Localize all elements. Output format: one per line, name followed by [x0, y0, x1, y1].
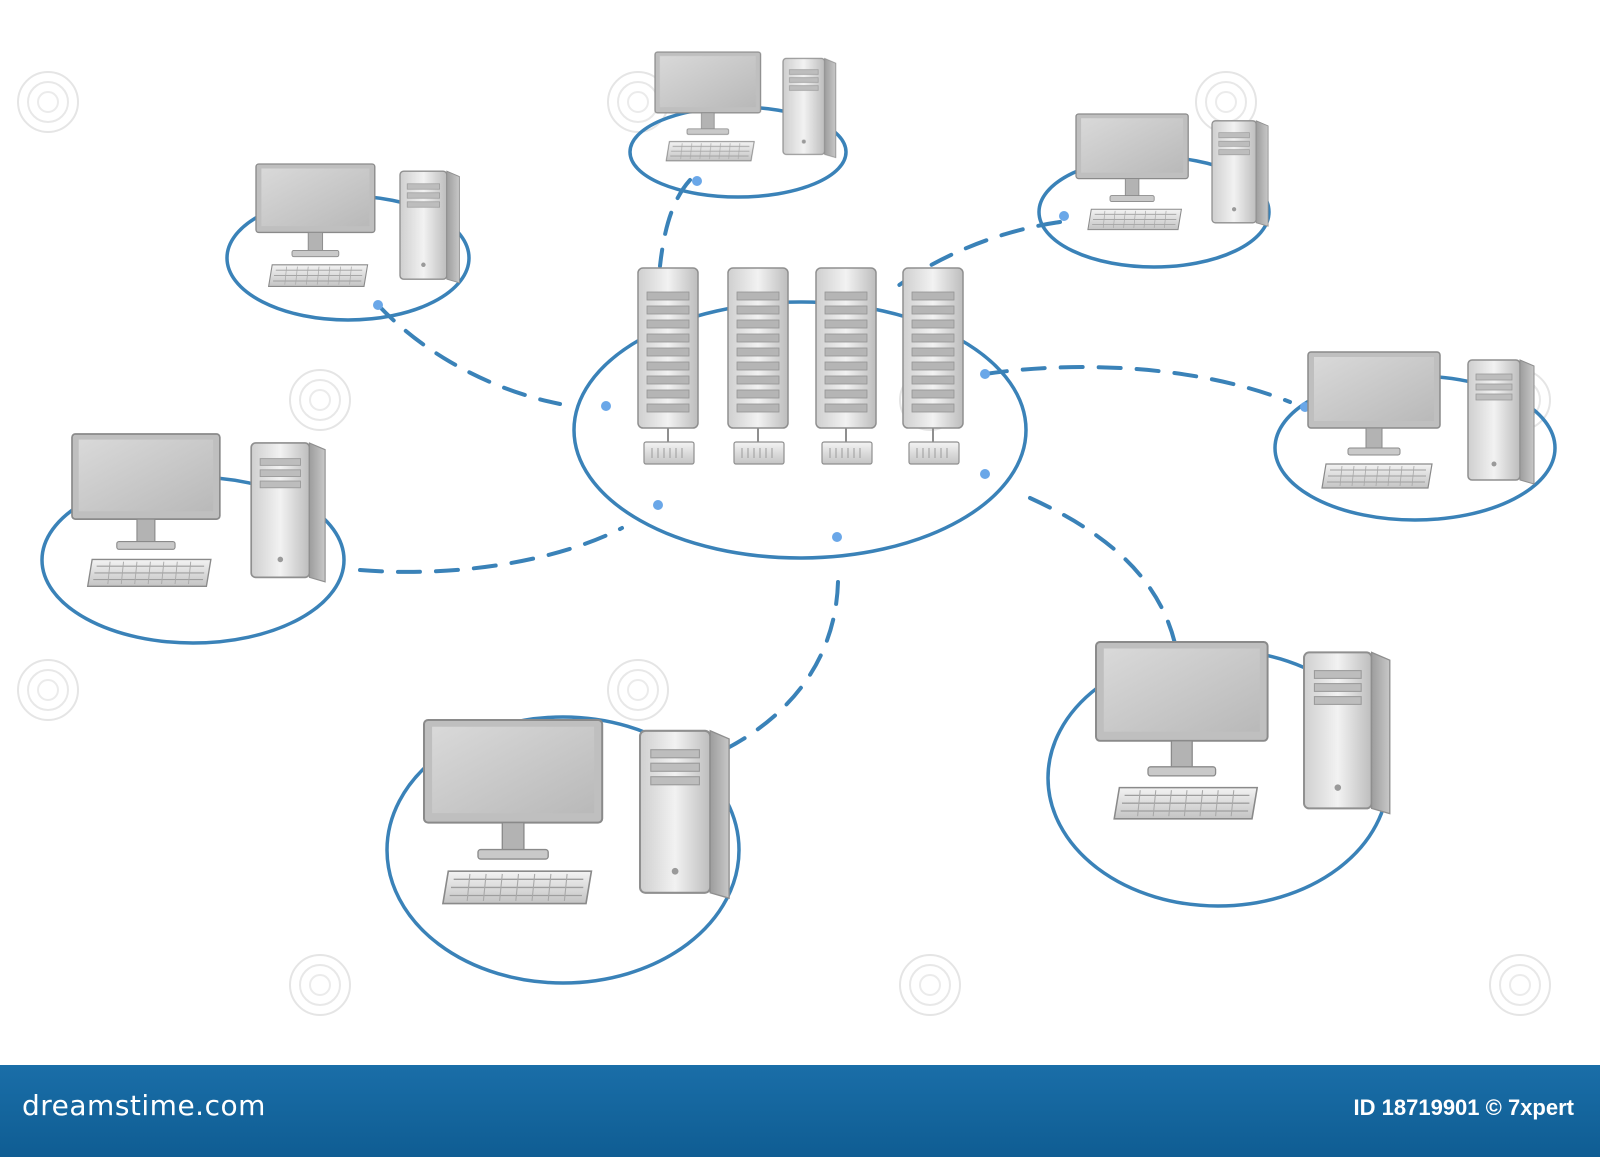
- workstation-icon: [1307, 351, 1535, 489]
- workstation-icon: [255, 163, 461, 288]
- dreamstime-spiral-icon: [1489, 954, 1551, 1016]
- dreamstime-spiral-icon: [289, 954, 351, 1016]
- footer-credit: ID 18719901 © 7xpert: [1353, 1095, 1574, 1120]
- link-top: [658, 178, 692, 268]
- link-right: [983, 365, 1292, 404]
- ring-client-bottom: [385, 715, 741, 985]
- server-icon: [815, 267, 877, 465]
- workstation-icon: [71, 433, 326, 588]
- workstation-icon: [1095, 641, 1391, 820]
- link-top-left: [376, 303, 562, 406]
- workstation-icon: [422, 718, 731, 905]
- footer-brand[interactable]: dreamstime.com: [22, 1089, 266, 1122]
- link-left: [358, 526, 624, 574]
- server-hub: [637, 267, 964, 465]
- dreamstime-spiral-icon: [17, 659, 79, 721]
- link-bottom: [718, 580, 840, 754]
- footer-bar: dreamstime.com ID 18719901 © 7xpert: [0, 1065, 1600, 1157]
- server-icon: [902, 267, 964, 465]
- workstation-icon: [1075, 113, 1269, 231]
- workstation-icon: [654, 51, 837, 162]
- dreamstime-spiral-icon: [607, 659, 669, 721]
- server-icon: [637, 267, 699, 465]
- network-diagram: [17, 51, 1557, 1016]
- watermark-layer: [17, 71, 1551, 1016]
- server-icon: [727, 267, 789, 465]
- dreamstime-spiral-icon: [17, 71, 79, 133]
- link-bottom-right: [1028, 496, 1178, 650]
- client-workstations: [71, 51, 1535, 905]
- dreamstime-spiral-icon: [899, 954, 961, 1016]
- ring-server-hub: [572, 300, 1028, 560]
- dreamstime-spiral-icon: [289, 369, 351, 431]
